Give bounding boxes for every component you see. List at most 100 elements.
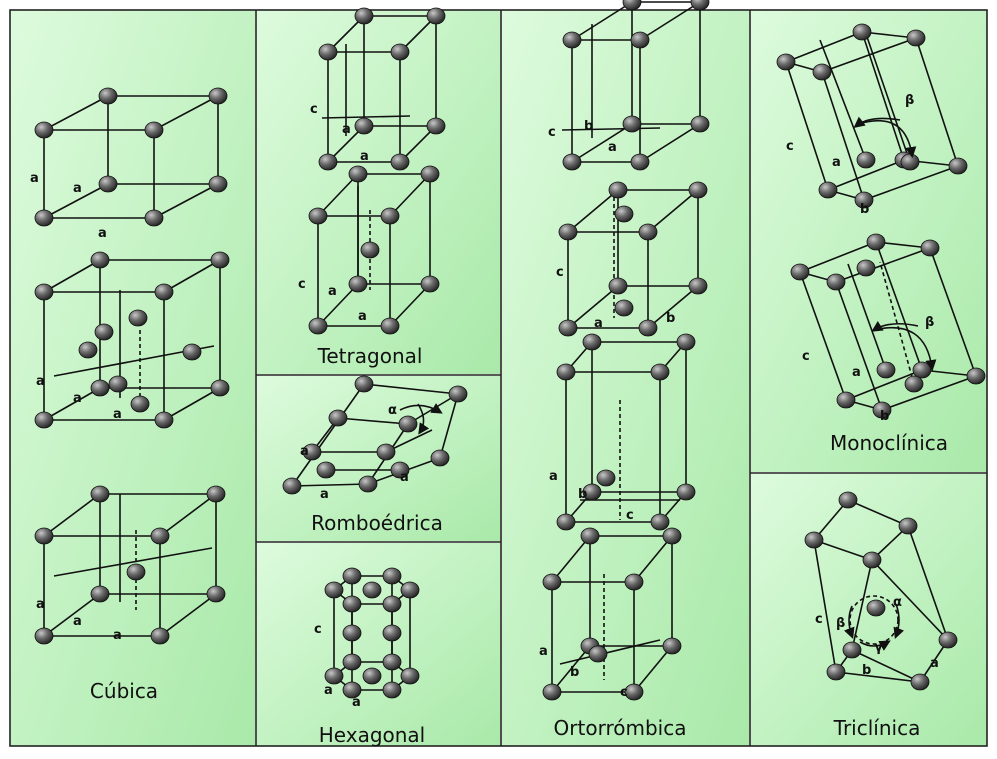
tri-label-alpha: α [893,595,902,610]
interior-atom [128,309,148,327]
interior-atom [876,361,896,379]
corner-atom [910,673,930,691]
ortho-label-c-4: c [620,685,628,700]
corner-atom [556,513,576,531]
corner-atom [920,239,940,257]
cubic-label-a-5: a [73,391,82,406]
lattice-atom [316,461,336,479]
corner-atom [542,683,562,701]
interior-atom [382,624,402,642]
interior-atom [342,624,362,642]
cubic-label-a-8: a [73,614,82,629]
lattice-atom [382,567,402,585]
angle-arrows [399,116,937,651]
mono-label-b-1: b [860,202,869,217]
lattice-atom [448,385,468,403]
ortho-label-b-3: b [578,487,587,502]
corner-atom [348,275,368,293]
tetragonal-simple-cell [318,7,446,171]
title-monoclinic: Monoclínica [830,431,948,455]
lattice-atom [324,581,344,599]
lattice-atom [324,667,344,685]
hexagonal-cell [324,567,420,699]
ortho-label-a-2: a [594,316,603,331]
corner-atom [662,527,682,545]
corner-atom [624,573,644,591]
hexagonal-label-c: c [314,622,322,637]
corner-atom [812,63,832,81]
lattice-atom [282,477,302,495]
corner-atom [826,663,846,681]
corner-atom [150,627,170,645]
edge-labels: a a a a a a a a a c a a c a a α a a a c … [30,93,939,710]
title-rhombohedral: Romboédrica [311,511,443,535]
corner-atom [144,209,164,227]
corner-atom [608,181,628,199]
corner-atom [380,207,400,225]
corner-atom [676,333,696,351]
corner-atom [906,29,926,47]
corner-atom [318,43,338,61]
mono-label-a-2: a [852,365,861,380]
corner-atom [898,517,918,535]
corner-atom [776,53,796,71]
title-tetragonal: Tetragonal [317,344,423,368]
ortho-label-c-1: c [548,125,556,140]
interior-atom [614,205,634,223]
corner-atom [562,153,582,171]
tetragonal-label-a-1: a [342,122,351,137]
monoclinic-simple-cell [776,23,968,209]
corner-atom [210,379,230,397]
mono-label-a-1: a [832,155,841,170]
corner-atom [390,43,410,61]
corner-atom [542,573,562,591]
corner-atom [608,277,628,295]
corner-atom [98,175,118,193]
ortho-simple-cell [561,0,710,171]
tetragonal-body-centered-cell [308,165,440,335]
corner-atom [622,0,642,11]
title-cubic: Cúbica [90,679,158,703]
mono-label-b-2: b [880,409,889,424]
corner-atom [624,683,644,701]
corner-atom [318,153,338,171]
corner-atom [354,117,374,135]
interior-atom [78,341,98,359]
interior-atom [94,323,114,341]
cubic-label-a-4: a [36,374,45,389]
corner-atom [638,223,658,241]
corner-atom [34,209,54,227]
interior-atom [900,153,920,171]
corner-atom [854,191,874,209]
corner-atom [938,631,958,649]
corner-atom [638,319,658,337]
cubic-label-a-9: a [113,628,122,643]
cubic-label-a-1: a [30,171,39,186]
corner-atom [650,513,670,531]
ortho-label-c-3: c [626,508,634,523]
ortho-label-b-1: b [584,119,593,134]
cubic-body-centered-cell [34,485,226,645]
ortho-body-centered-cell [558,181,708,337]
lattice-atom [358,475,378,493]
lattice-atom [430,449,450,467]
interior-atom [904,375,924,393]
corner-atom [34,283,54,301]
corner-atom [206,585,226,603]
ortho-base-centered-cell [556,333,696,531]
corner-atom [144,121,164,139]
corner-atom [562,31,582,49]
cubic-label-a-7: a [36,597,45,612]
corner-atom [154,411,174,429]
panel-borders [9,9,988,747]
lattice-atom [342,653,362,671]
corner-atom [690,0,710,11]
corner-atom [838,491,858,509]
corner-atom [426,7,446,25]
lattice-atom [342,595,362,613]
corner-atom [872,401,892,419]
ortho-label-a-3: a [549,469,558,484]
tri-label-beta: β [836,616,845,631]
lattice-atom [354,375,374,393]
